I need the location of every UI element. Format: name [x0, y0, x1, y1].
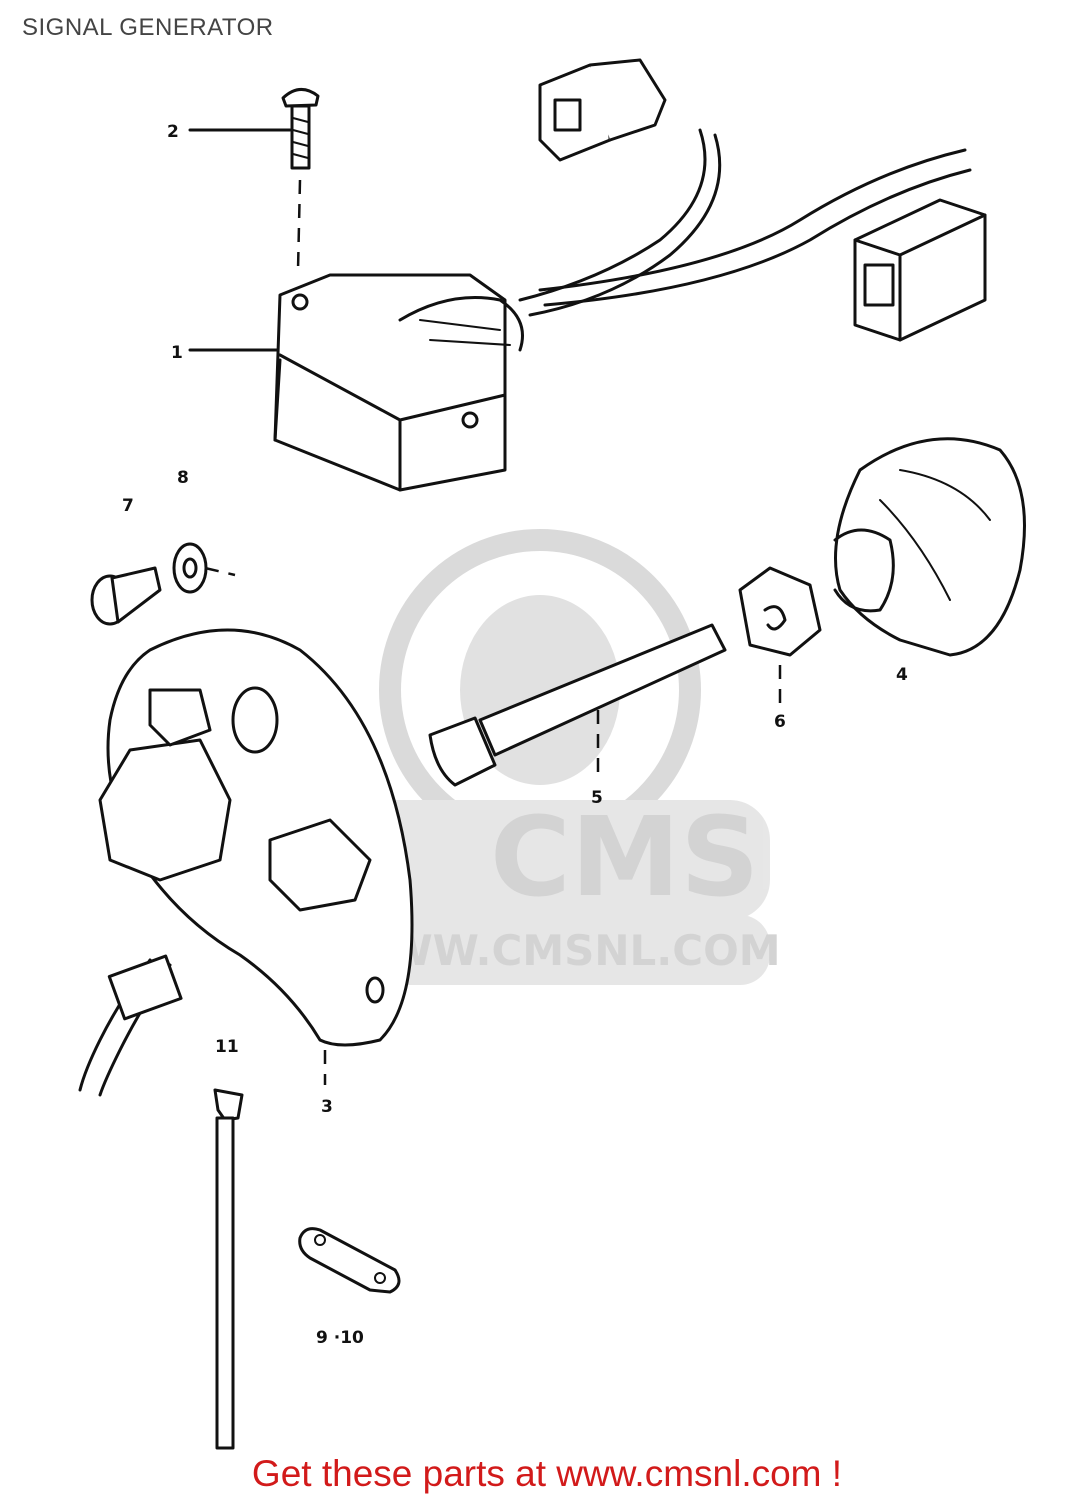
part-6-nut[interactable] [738, 566, 822, 657]
part-5-shaft[interactable] [428, 623, 727, 787]
callout-2: 2 [167, 122, 179, 142]
part-8-washer[interactable] [172, 542, 208, 594]
watermark-url-banner [300, 915, 770, 985]
callout-1: 1 [171, 343, 183, 363]
assembly-line-7-8 [204, 566, 236, 577]
callout-8: 8 [177, 468, 189, 488]
part-3-signal-generator-plate[interactable] [78, 628, 414, 1097]
part-11-cable-tie[interactable] [213, 1088, 244, 1450]
assembly-line-2 [296, 179, 302, 271]
part-4-governor-assembly[interactable] [833, 437, 1026, 657]
callout-7: 7 [122, 496, 134, 516]
watermark-brand: CMS [490, 793, 759, 921]
callout-4: 4 [896, 665, 908, 685]
callout-6: 6 [774, 712, 786, 732]
part-7-bolt[interactable] [90, 566, 162, 626]
watermark-banner [330, 800, 770, 920]
exploded-parts-diagram: CMS WWW.CMSNL.COM [78, 58, 1026, 1450]
callout-9-10: 9 ·10 [316, 1328, 364, 1348]
callout-5: 5 [591, 788, 603, 808]
callout-3: 3 [321, 1097, 333, 1117]
part-9-10-clamp[interactable] [298, 1227, 401, 1294]
page-title: SIGNAL GENERATOR [22, 14, 274, 41]
part-1-ignitor-unit[interactable] [273, 58, 987, 492]
watermark-url: WWW.CMSNL.COM [340, 926, 781, 975]
callout-11: 11 [215, 1037, 239, 1057]
part-2-screw[interactable] [281, 88, 320, 170]
footer-promo-link[interactable]: Get these parts at www.cmsnl.com ! [251, 1453, 843, 1494]
